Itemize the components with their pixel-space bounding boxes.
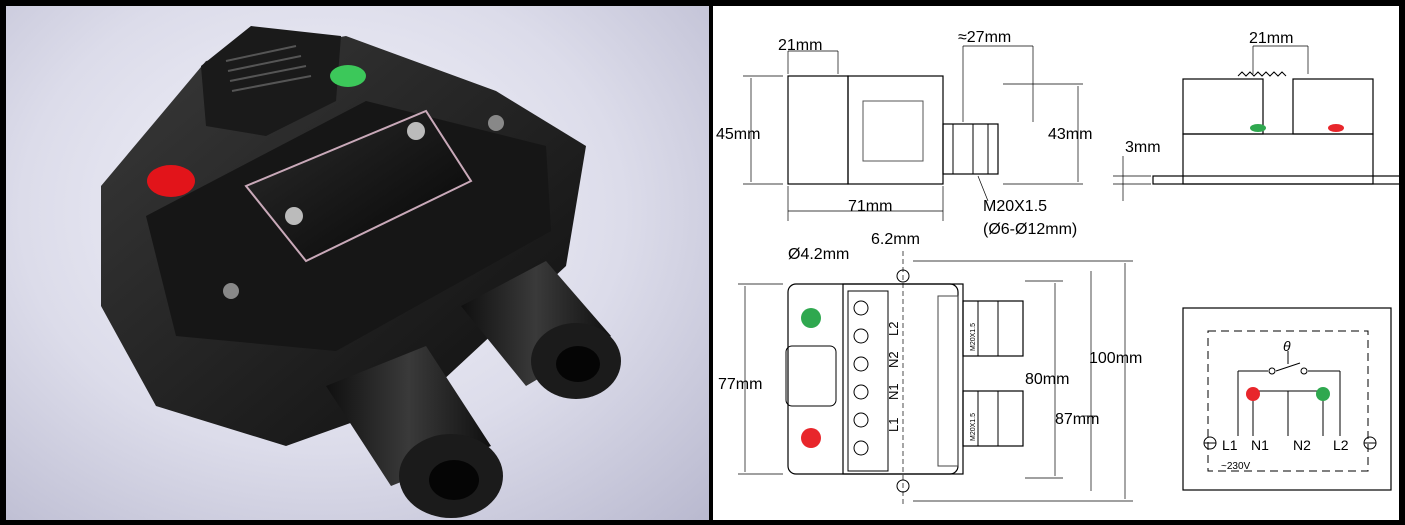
terminal-block — [847, 290, 889, 472]
technical-drawing: 21mm ≈27mm 45mm 43mm 71mm M20X1.5 (Ø6-Ø1… — [716, 29, 1399, 506]
side-thread-label: M20X1.5 — [983, 198, 1047, 215]
thermostat-theta-label: θ — [1283, 338, 1291, 354]
technical-drawing-panel: 21mm ≈27mm 45mm 43mm 71mm M20X1.5 (Ø6-Ø1… — [713, 6, 1399, 520]
schematic-terminal-l1: L1 — [1222, 437, 1238, 453]
top-view-green-led-icon — [801, 308, 821, 328]
end-view-red-led-icon — [1328, 124, 1344, 132]
end-width-label: 21mm — [1249, 30, 1293, 47]
red-led-icon — [147, 165, 195, 197]
top-view — [738, 251, 1133, 506]
schematic-voltage-label: ~230V — [1221, 461, 1251, 472]
cable-gland-right — [461, 261, 621, 399]
switch-ribs — [225, 45, 312, 92]
side-height-left-label: 45mm — [716, 126, 760, 143]
schematic-red-lamp-icon — [1246, 387, 1260, 401]
green-led-icon — [330, 65, 366, 87]
label-plate — [244, 109, 473, 263]
end-flange-label: 3mm — [1125, 139, 1161, 156]
top-height-outer-label: 100mm — [1089, 350, 1142, 367]
hole-diameter-label: Ø4.2mm — [788, 246, 849, 263]
top-height-left-label: 77mm — [718, 376, 762, 393]
schematic-terminal-l2: L2 — [1333, 437, 1349, 453]
screw-icon — [407, 122, 425, 140]
side-length-label: 71mm — [848, 198, 892, 215]
product-photo-panel — [6, 6, 709, 520]
product-photo — [101, 26, 621, 518]
top-view-red-led-icon — [801, 428, 821, 448]
side-height-right-label: 43mm — [1048, 126, 1092, 143]
top-height-lower-label: 87mm — [1055, 411, 1099, 428]
terminal-label-l2: L2 — [886, 322, 901, 336]
gland-mark-lower: M20X1.5 — [970, 413, 977, 441]
screw-icon — [488, 115, 504, 131]
schematic-terminal-n1: N1 — [1251, 437, 1269, 453]
terminal-label-l1: L1 — [886, 418, 901, 432]
screw-icon — [223, 283, 239, 299]
side-width-label: 21mm — [778, 37, 822, 54]
wiring-schematic — [1182, 307, 1392, 491]
side-cable-range-label: (Ø6-Ø12mm) — [983, 221, 1077, 238]
cable-gland-left — [326, 346, 503, 518]
top-height-inner-label: 80mm — [1025, 371, 1069, 388]
hole-spacing-label: 6.2mm — [871, 231, 920, 248]
schematic-green-lamp-icon — [1316, 387, 1330, 401]
schematic-terminal-n2: N2 — [1293, 437, 1311, 453]
terminal-label-n1: N1 — [886, 383, 901, 400]
terminal-label-n2: N2 — [886, 351, 901, 368]
end-view — [1113, 45, 1399, 201]
switch-housing — [201, 26, 341, 136]
gland-mark-upper: M20X1.5 — [970, 323, 977, 351]
side-gland-length-label: ≈27mm — [958, 29, 1011, 46]
screw-icon — [285, 207, 303, 225]
end-view-green-led-icon — [1250, 124, 1266, 132]
side-view — [743, 45, 1083, 221]
